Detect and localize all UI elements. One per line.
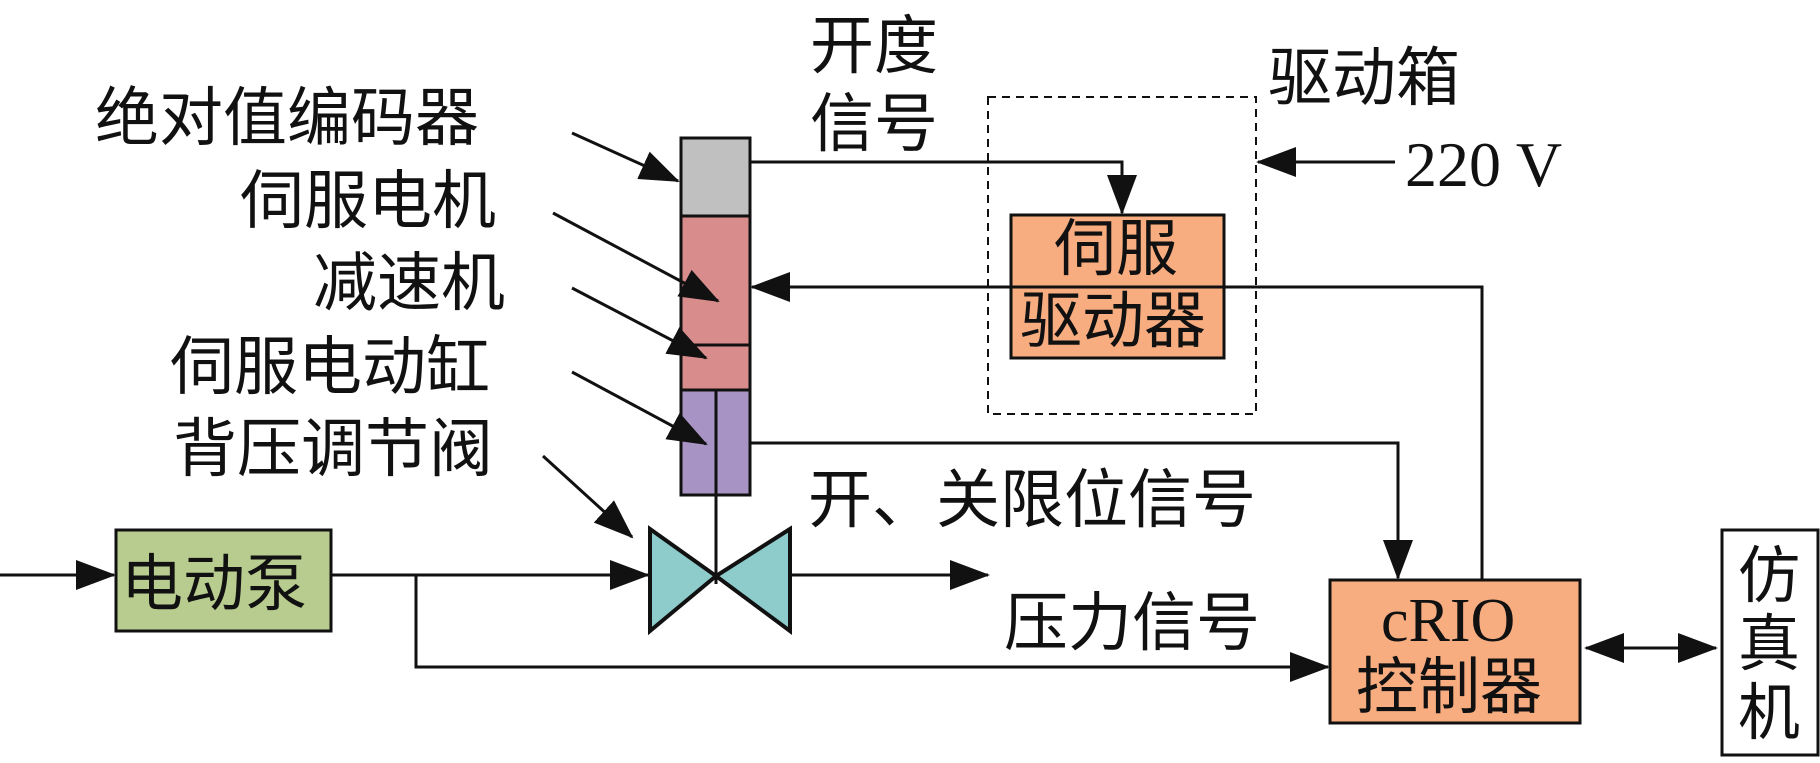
reducer-label: 减速机 (313, 247, 505, 321)
crio-controller-box (1328, 578, 1582, 725)
simulator-label-1: 仿 (1738, 539, 1800, 612)
cylinder-pointer (571, 370, 708, 446)
servo-motor-pointer (552, 211, 720, 303)
drive-box-frame (987, 96, 1257, 415)
servo-motor-block (679, 214, 752, 347)
voltage-label: 220 V (1405, 129, 1562, 200)
servo-motor-label: 伺服电机 (240, 165, 496, 239)
crio-label-2: 控制器 (1356, 650, 1542, 723)
servo-driver-label-1: 伺服 (1054, 212, 1178, 285)
crio-label-1: cRIO (1381, 587, 1515, 655)
opening-signal-label-2: 信号 (810, 88, 938, 162)
encoder-block (679, 136, 752, 218)
pressure-signal-label: 压力信号 (1004, 587, 1260, 661)
pump-label: 电动泵 (121, 547, 307, 620)
servo-cylinder-label: 伺服电动缸 (170, 331, 490, 405)
valve-pointer (541, 454, 634, 539)
pump-box (114, 528, 333, 633)
limit-signal-line (750, 441, 1413, 580)
servo-driver-label-2: 驱动器 (1020, 284, 1206, 357)
encoder-pointer (571, 131, 680, 183)
reducer-pointer (571, 286, 708, 360)
drive-box-label: 驱动箱 (1268, 42, 1460, 116)
opening-signal-label-1: 开度 (810, 10, 938, 84)
back-pressure-valve-label: 背压调节阀 (173, 413, 493, 487)
simulator-box (1720, 528, 1820, 757)
simulator-label-2: 真 (1738, 607, 1800, 680)
back-pressure-valve (648, 525, 792, 636)
pressure-signal-line (414, 575, 1330, 682)
simulator-label-3: 机 (1738, 676, 1800, 749)
limit-signal-label: 开、关限位信号 (808, 464, 1256, 538)
encoder-label: 绝对值编码器 (95, 82, 479, 156)
opening-signal-line (750, 160, 1137, 215)
